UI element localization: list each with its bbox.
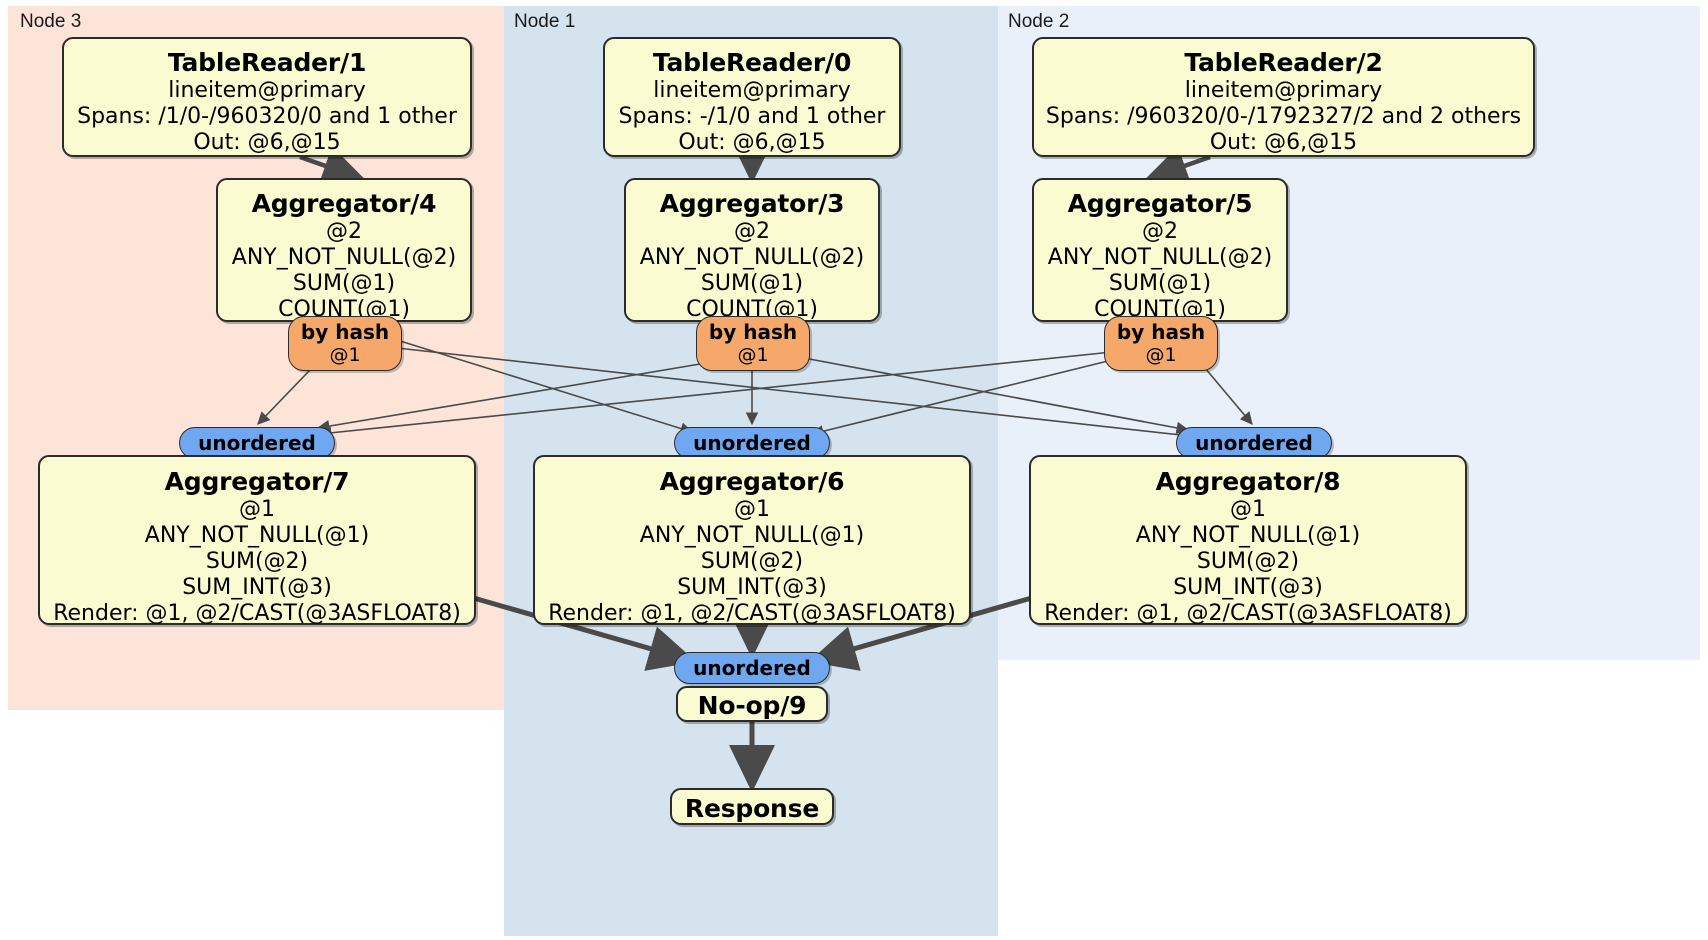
processor-line: lineitem@primary	[1184, 78, 1383, 103]
router-kind: by hash	[1116, 320, 1206, 344]
processor-line: @1	[239, 497, 275, 522]
processor-line: SUM(@1)	[700, 271, 804, 296]
processor-line: ANY_NOT_NULL(@1)	[144, 523, 370, 548]
synchronizer-unordered-final[interactable]: unordered	[674, 652, 830, 684]
processor-aggregator-5[interactable]: Aggregator/5 @2 ANY_NOT_NULL(@2) SUM(@1)…	[1032, 178, 1288, 322]
processor-line: Render: @1, @2/CAST(@3ASFLOAT8)	[548, 601, 956, 626]
synchronizer-kind: unordered	[693, 656, 811, 680]
processor-line: @2	[1142, 219, 1178, 244]
processor-aggregator-6[interactable]: Aggregator/6 @1 ANY_NOT_NULL(@1) SUM(@2)…	[533, 455, 971, 626]
router-detail: @1	[329, 344, 361, 366]
processor-title: No-op/9	[697, 691, 807, 720]
processor-tablereader-2[interactable]: TableReader/2 lineitem@primary Spans: /9…	[1032, 37, 1535, 157]
processor-aggregator-3[interactable]: Aggregator/3 @2 ANY_NOT_NULL(@2) SUM(@1)…	[624, 178, 880, 322]
router-detail: @1	[1145, 344, 1177, 366]
processor-line: SUM(@2)	[205, 549, 309, 574]
processor-aggregator-4[interactable]: Aggregator/4 @2 ANY_NOT_NULL(@2) SUM(@1)…	[216, 178, 472, 322]
processor-title: Aggregator/6	[659, 467, 845, 496]
processor-line: lineitem@primary	[653, 78, 851, 103]
processor-title: Aggregator/3	[659, 189, 845, 218]
processor-line: SUM(@2)	[700, 549, 804, 574]
router-kind: by hash	[708, 320, 798, 344]
router-by-hash-right[interactable]: by hash @1	[1104, 316, 1218, 371]
processor-line: @1	[734, 497, 770, 522]
processor-line: ANY_NOT_NULL(@2)	[231, 245, 457, 270]
synchronizer-kind: unordered	[693, 431, 811, 455]
processor-line: SUM(@1)	[292, 271, 396, 296]
processor-title: TableReader/1	[167, 48, 367, 77]
router-kind: by hash	[300, 320, 390, 344]
processor-title: Aggregator/8	[1155, 467, 1341, 496]
processor-line: Spans: -/1/0 and 1 other	[618, 104, 886, 129]
router-by-hash-left[interactable]: by hash @1	[288, 316, 402, 371]
processor-line: ANY_NOT_NULL(@1)	[639, 523, 865, 548]
processor-line: Render: @1, @2/CAST(@3ASFLOAT8)	[53, 601, 461, 626]
processor-title: Response	[684, 794, 820, 823]
router-detail: @1	[737, 344, 769, 366]
synchronizer-unordered-center[interactable]: unordered	[674, 427, 830, 459]
processor-line: Render: @1, @2/CAST(@3ASFLOAT8)	[1044, 601, 1452, 626]
processor-line: Out: @6,@15	[193, 130, 341, 155]
processor-line: SUM_INT(@3)	[182, 575, 332, 600]
processor-title: TableReader/0	[652, 48, 852, 77]
processor-tablereader-0[interactable]: TableReader/0 lineitem@primary Spans: -/…	[603, 37, 901, 157]
processor-line: Out: @6,@15	[1209, 130, 1358, 155]
processor-line: Spans: /960320/0-/1792327/2 and 2 others	[1045, 104, 1522, 129]
processor-line: @2	[326, 219, 362, 244]
processor-tablereader-1[interactable]: TableReader/1 lineitem@primary Spans: /1…	[62, 37, 472, 157]
processor-title: Aggregator/4	[251, 189, 437, 218]
processor-line: Spans: /1/0-/960320/0 and 1 other	[77, 104, 457, 129]
processor-line: SUM(@2)	[1196, 549, 1300, 574]
processor-aggregator-7[interactable]: Aggregator/7 @1 ANY_NOT_NULL(@1) SUM(@2)…	[38, 455, 476, 626]
synchronizer-kind: unordered	[198, 431, 316, 455]
processor-line: SUM(@1)	[1108, 271, 1212, 296]
processor-aggregator-8[interactable]: Aggregator/8 @1 ANY_NOT_NULL(@1) SUM(@2)…	[1029, 455, 1467, 626]
router-by-hash-center[interactable]: by hash @1	[696, 316, 810, 371]
processor-response[interactable]: Response	[670, 788, 834, 825]
processor-line: ANY_NOT_NULL(@1)	[1135, 523, 1361, 548]
processor-title: TableReader/2	[1184, 48, 1383, 77]
processor-line: @2	[734, 219, 770, 244]
processor-line: ANY_NOT_NULL(@2)	[1047, 245, 1273, 270]
synchronizer-unordered-right[interactable]: unordered	[1176, 427, 1332, 459]
processor-line: SUM_INT(@3)	[1173, 575, 1323, 600]
synchronizer-kind: unordered	[1195, 431, 1313, 455]
processor-noop-9[interactable]: No-op/9	[676, 686, 828, 722]
processor-title: Aggregator/7	[164, 467, 350, 496]
processor-line: SUM_INT(@3)	[677, 575, 827, 600]
processor-title: Aggregator/5	[1067, 189, 1253, 218]
node-label-node2: Node 2	[1008, 11, 1070, 32]
processor-line: ANY_NOT_NULL(@2)	[639, 245, 865, 270]
processor-line: Out: @6,@15	[678, 130, 826, 155]
node-label-node1: Node 1	[514, 11, 576, 32]
processor-line: lineitem@primary	[168, 78, 366, 103]
node-label-node3: Node 3	[20, 11, 82, 32]
processor-line: @1	[1230, 497, 1266, 522]
